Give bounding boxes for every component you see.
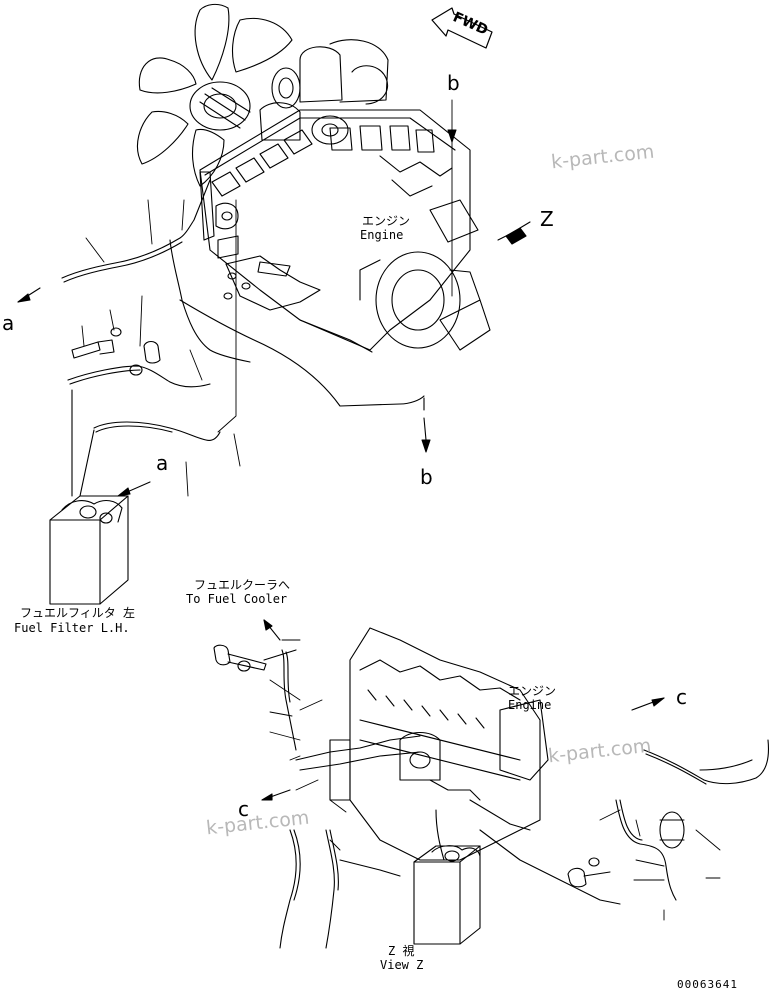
leader-lines-bottom (269, 639, 721, 921)
fuel-filter-label-en: Fuel Filter L.H. (14, 621, 130, 635)
cooling-fan (137, 3, 293, 187)
engine-block (199, 39, 491, 353)
fuel-hose-view-z (263, 649, 621, 949)
bolt-upper-left (213, 644, 267, 672)
fuel-hose-upper (61, 179, 425, 497)
view-z-label-en: View Z (380, 958, 424, 972)
mounting-bracket (199, 171, 321, 311)
callout-z: Z (540, 207, 554, 231)
engine-label-bottom-en: Engine (508, 698, 552, 712)
direction-arrows-bottom (261, 619, 665, 801)
callout-c-right: c (676, 685, 687, 709)
clamp-bolt-group (71, 327, 161, 376)
leader-lines-top (81, 99, 453, 497)
fwd-arrow (431, 7, 493, 49)
right-assembly (567, 739, 770, 901)
direction-arrows-top (17, 129, 457, 497)
engine-label-top-en: Engine (360, 228, 404, 242)
fuel-cooler-label-jp: フュエルクーラへ (194, 578, 291, 592)
view-z-arrow (497, 221, 531, 245)
fuel-filter-view-z (413, 845, 481, 945)
callout-b-bottom: b (420, 465, 433, 489)
fuel-cooler-label-en: To Fuel Cooler (186, 592, 288, 606)
fuel-filter-label-jp: フュエルフィルタ 左 (20, 606, 135, 620)
callout-b-top: b (447, 71, 460, 95)
view-z-label-jp: Z 視 (388, 944, 415, 958)
fuel-filter-left (49, 495, 129, 605)
callout-a-left: a (2, 311, 15, 335)
part-number: 00063641 (677, 978, 738, 991)
engine-label-top-jp: エンジン (362, 214, 411, 228)
callout-a-mid: a (156, 451, 169, 475)
callout-c-left: c (238, 797, 249, 821)
engine-view-z (329, 627, 549, 861)
engine-label-bottom-jp: エンジン (508, 684, 557, 698)
